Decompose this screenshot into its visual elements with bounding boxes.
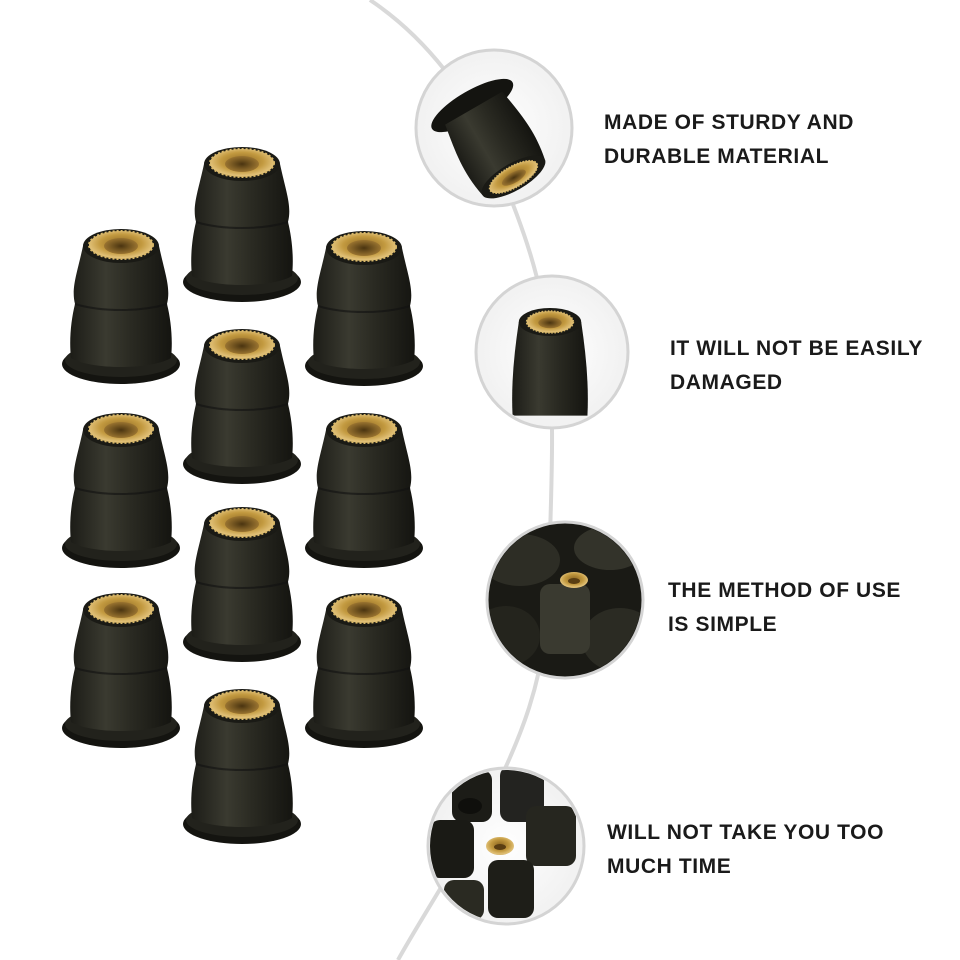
product-image-well-nuts xyxy=(61,146,424,845)
feature-text-line: IS SIMPLE xyxy=(668,613,778,636)
feature-text-saves-time: WILL NOT TAKE YOU TOO MUCH TIME xyxy=(607,816,884,884)
feature-text-not-easily-damaged: IT WILL NOT BE EASILY DAMAGED xyxy=(670,332,923,400)
feature-image-nut-top-view xyxy=(474,274,630,430)
feature-image-single-nut-closeup xyxy=(414,48,574,208)
feature-text-line: DAMAGED xyxy=(670,371,783,394)
feature-text-line: THE METHOD OF USE xyxy=(668,579,902,602)
feature-text-line: IT WILL NOT BE EASILY xyxy=(670,337,923,360)
feature-text-line: WILL NOT TAKE YOU TOO xyxy=(607,821,885,844)
feature-text-line: MADE OF STURDY AND xyxy=(604,111,854,134)
feature-image-pile-of-nuts xyxy=(426,766,586,926)
feature-image-nut-in-pile xyxy=(485,520,645,680)
feature-text-sturdy-material: MADE OF STURDY AND DURABLE MATERIAL xyxy=(604,106,854,174)
feature-text-line: DURABLE MATERIAL xyxy=(604,145,830,168)
feature-text-simple-use: THE METHOD OF USE IS SIMPLE xyxy=(668,574,901,642)
feature-text-line: MUCH TIME xyxy=(607,855,732,878)
